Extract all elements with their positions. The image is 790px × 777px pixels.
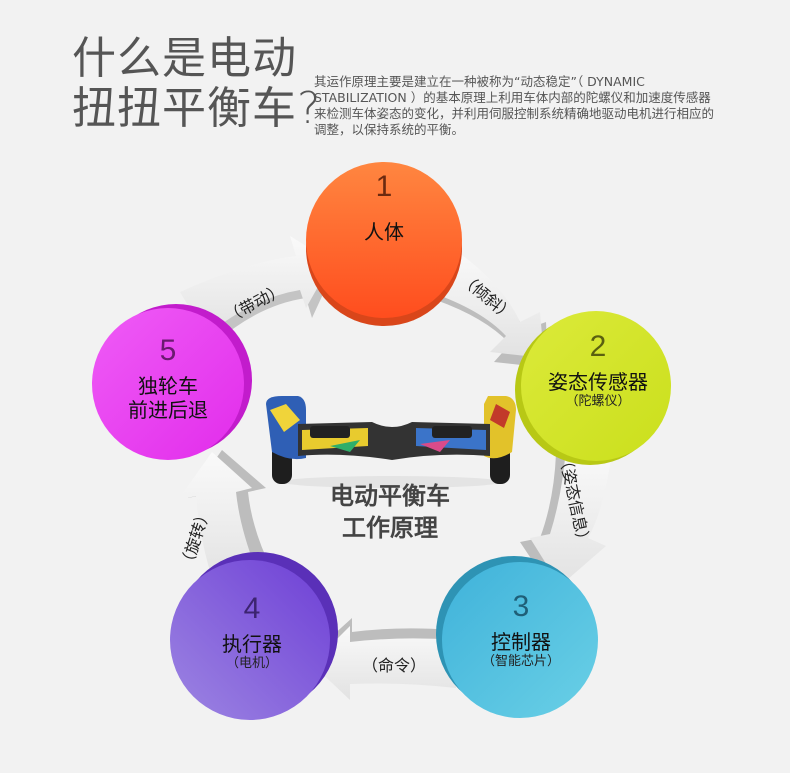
page-title: 什么是电动 扭扭平衡车? [72,34,321,134]
node-5-unicycle [92,304,252,460]
node-4-actuator [170,552,338,720]
node-5-text: 5 独轮车 前进后退 [116,334,220,423]
node-2-number: 2 [589,330,607,363]
node-4-label: 执行器 [222,632,282,656]
arrow-4-to-5 [178,450,272,584]
node-3-sublabel: （智能芯片） [481,654,560,669]
node-5-number: 5 [159,334,177,367]
node-1-label: 人体 [364,220,404,244]
arrow-5-to-1 [180,236,335,344]
node-1-human [306,162,462,326]
node-3-controller [436,556,598,718]
center-title: 电动平衡车 工作原理 [300,480,480,544]
title-line-1: 什么是电动 [72,33,297,84]
center-title-line1: 电动平衡车 [330,482,450,510]
node-3-number: 3 [512,590,530,623]
arrow-1-to-2 [430,248,548,368]
description-text: 其运作原理主要是建立在一种被称为“动态稳定”（ DYNAMIC STABILIZ… [314,74,715,137]
node-3-text: 3 控制器 （智能芯片） [466,592,576,670]
title-line-2: 扭扭平衡车? [72,83,322,134]
node-1-text: 1 人体 [334,170,434,245]
node-2-text: 2 姿态传感器 （陀螺仪） [536,332,660,410]
node-2-sensor [515,311,671,465]
node-5-label-line1: 独轮车 [138,374,198,398]
node-4-text: 4 执行器 （电机） [202,594,302,672]
node-1-number: 1 [375,170,393,203]
node-2-label: 姿态传感器 [548,370,648,394]
node-5-label-line2: 前进后退 [128,398,208,422]
node-4-number: 4 [243,592,261,625]
arrow-2-to-3 [520,448,612,590]
node-2-sublabel: （陀螺仪） [565,394,631,409]
center-title-line2: 工作原理 [342,514,438,542]
hoverboard-image [266,396,516,488]
node-3-label: 控制器 [491,630,551,654]
arrow-label-command: （命令） [362,656,427,675]
node-4-sublabel: （电机） [225,656,278,671]
arrow-3-to-4 [310,618,456,700]
